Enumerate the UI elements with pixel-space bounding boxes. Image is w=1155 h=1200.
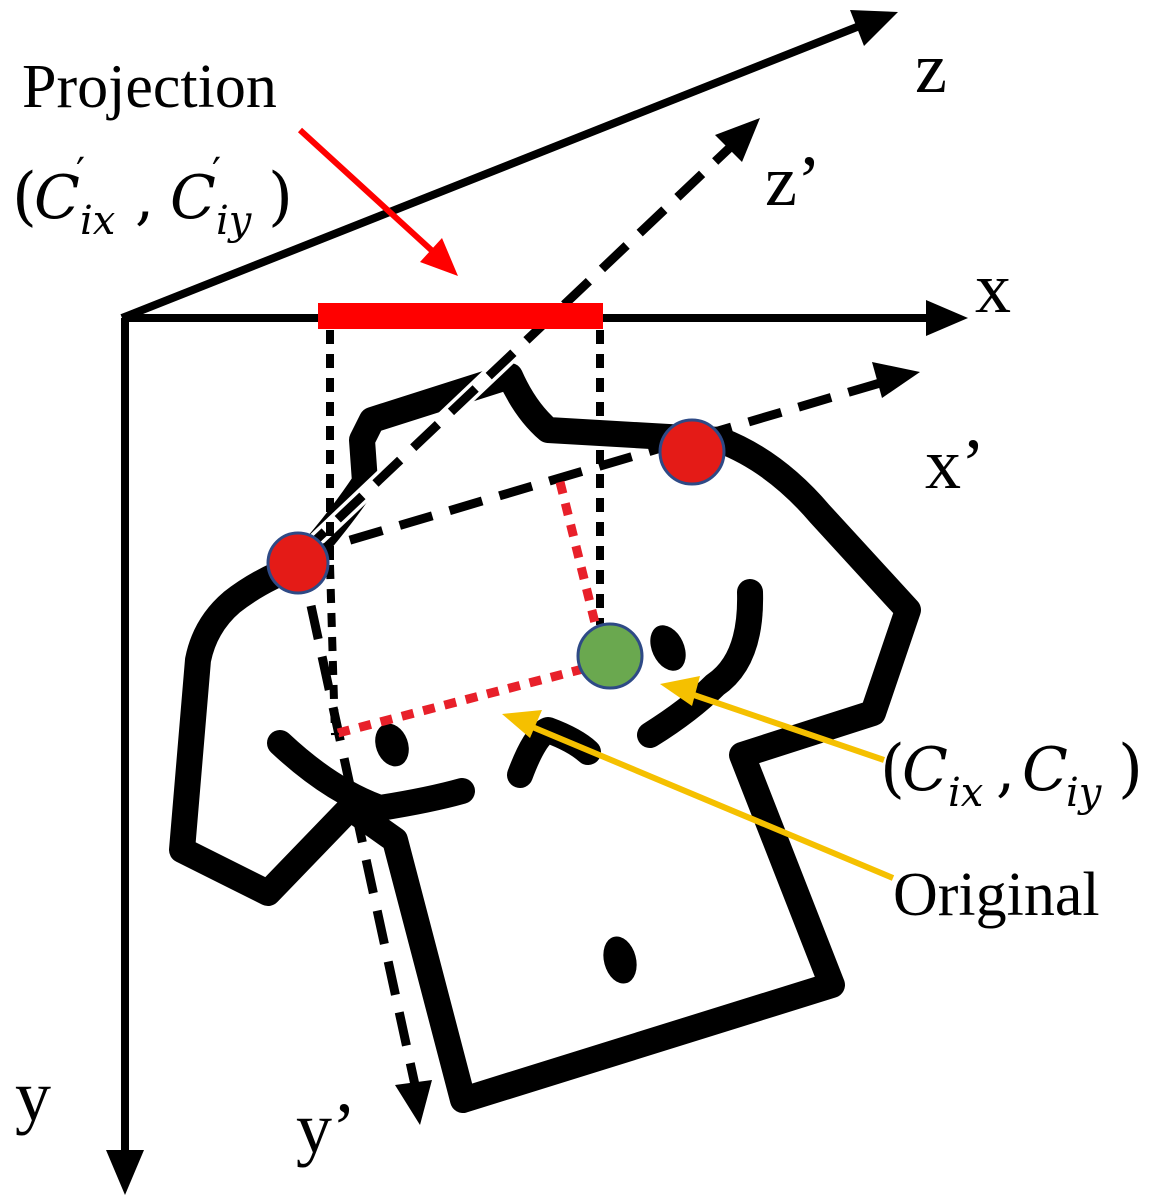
x-prime-axis-arrowhead bbox=[872, 362, 920, 398]
y-prime-axis-line bbox=[295, 554, 420, 1086]
original-label: Original bbox=[893, 861, 1100, 929]
svg-text:): ) bbox=[268, 160, 293, 234]
svg-text:′: ′ bbox=[212, 150, 221, 196]
svg-text:iy: iy bbox=[216, 198, 253, 244]
black-dotted-lower bbox=[326, 564, 339, 736]
projected-coordinate-label: ( C ′ ix , C ′ iy ) bbox=[12, 150, 293, 244]
svg-text:(: ( bbox=[12, 160, 37, 234]
red-dotted-lines bbox=[336, 480, 603, 738]
y-axis-arrowhead bbox=[106, 1150, 144, 1195]
world-axis-arrowheads bbox=[106, 10, 968, 1195]
x-axis-arrowhead bbox=[926, 300, 968, 336]
z-axis-arrowhead bbox=[850, 10, 898, 46]
figure-dots bbox=[375, 625, 686, 984]
svg-text:,: , bbox=[996, 735, 1015, 805]
projection-drop-lines bbox=[326, 330, 604, 625]
shirt-figure-icon bbox=[169, 363, 921, 1113]
local-axes bbox=[295, 134, 882, 1086]
original-coordinate-label: ( C ix , C iy ) bbox=[880, 732, 1143, 816]
z-prime-axis-label: z’ bbox=[765, 141, 821, 221]
svg-text:iy: iy bbox=[1066, 770, 1103, 816]
svg-text:′: ′ bbox=[76, 150, 85, 196]
x-prime-axis-label: x’ bbox=[925, 424, 985, 504]
local-axis-arrowheads bbox=[395, 118, 920, 1125]
projection-label: Projection bbox=[22, 53, 277, 121]
z-axis-label: z bbox=[915, 28, 947, 108]
z-axis-line bbox=[120, 21, 864, 322]
center-pointer bbox=[660, 676, 885, 763]
y-axis-label: y bbox=[15, 1056, 51, 1136]
original-pointer bbox=[502, 710, 895, 881]
svg-text:): ) bbox=[1118, 732, 1143, 806]
svg-text:,: , bbox=[135, 163, 154, 233]
y-prime-axis-label: y’ bbox=[296, 1088, 356, 1168]
svg-text:C: C bbox=[1022, 735, 1068, 805]
right-shoulder-keypoint bbox=[658, 418, 726, 486]
svg-text:C: C bbox=[170, 163, 216, 233]
svg-text:ix: ix bbox=[948, 770, 983, 816]
svg-text:C: C bbox=[902, 735, 948, 805]
svg-text:(: ( bbox=[880, 732, 905, 806]
z-prime-axis-arrowhead bbox=[715, 118, 760, 162]
svg-text:ix: ix bbox=[80, 198, 115, 244]
svg-text:C: C bbox=[34, 163, 80, 233]
left-shoulder-keypoint bbox=[266, 531, 330, 595]
center-keypoint bbox=[576, 622, 644, 690]
projection-pointer bbox=[297, 127, 458, 276]
local-axes-halo bbox=[294, 132, 746, 561]
x-axis-label: x bbox=[975, 248, 1011, 328]
y-prime-axis-arrowhead bbox=[395, 1080, 432, 1125]
